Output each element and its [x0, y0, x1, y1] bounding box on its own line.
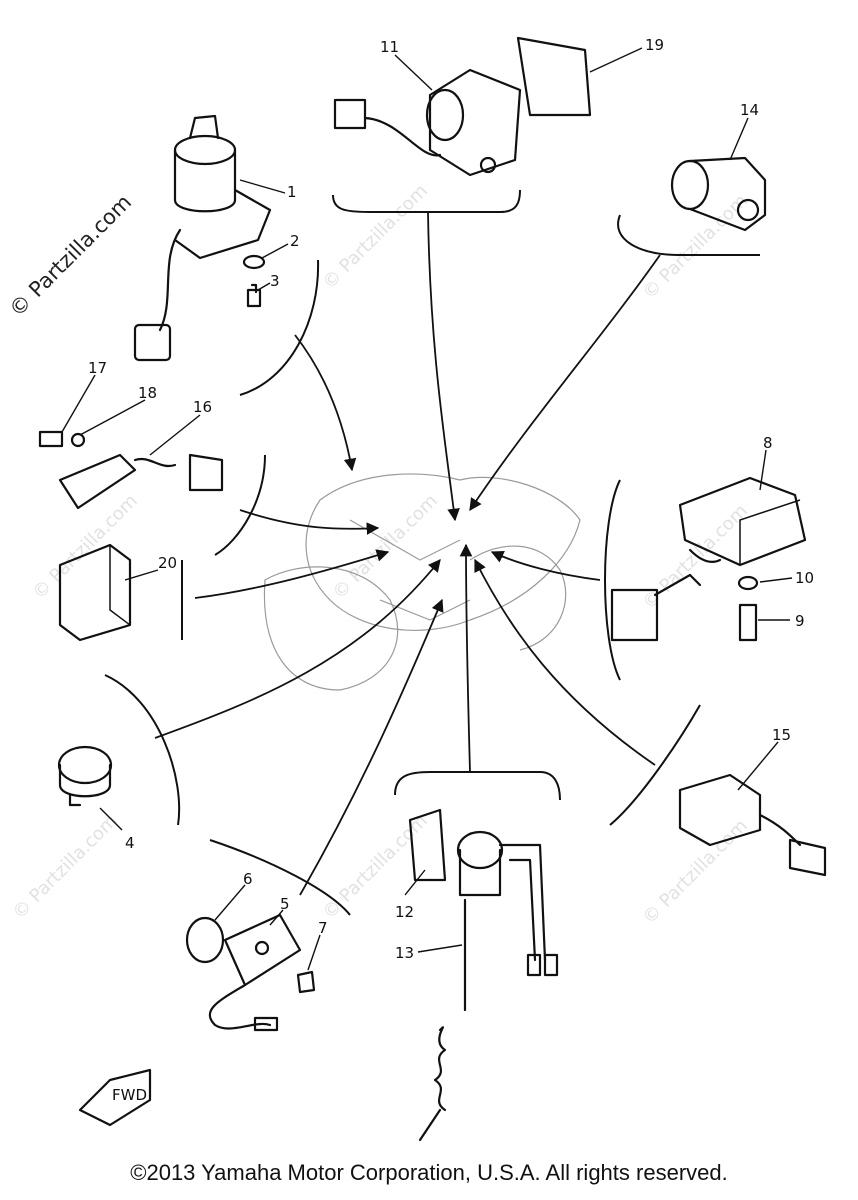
- callout-numbers: 1 2 3 4 5 6 7 8 9 10 11 12 13 14 15 16 1…: [88, 36, 814, 962]
- forward-direction-badge: FWD: [78, 1068, 152, 1127]
- brake-switch-part: [678, 773, 827, 877]
- callout-2: 2: [290, 232, 300, 250]
- callout-16: 16: [193, 398, 212, 416]
- starter-relay-part: [333, 68, 522, 177]
- label-card-part: [516, 36, 592, 117]
- connection-lines: [154, 211, 661, 896]
- group-brackets: [104, 189, 760, 916]
- callout-12: 12: [395, 903, 414, 921]
- callout-20: 20: [158, 554, 177, 572]
- watermark: © Partzilla.com: [9, 810, 122, 923]
- callout-6: 6: [243, 870, 253, 888]
- relay-box-part: [58, 543, 132, 642]
- watermark: © Partzilla.com: [329, 490, 442, 603]
- callout-9: 9: [795, 612, 805, 630]
- watermark: © Partzilla.com: [319, 180, 432, 293]
- callout-5: 5: [280, 895, 290, 913]
- main-switch-part: [133, 114, 272, 362]
- callout-19: 19: [645, 36, 664, 54]
- watermark: © Partzilla.com: [639, 815, 752, 928]
- oil-switch-part: [57, 745, 113, 807]
- callout-8: 8: [763, 434, 773, 452]
- copyright-notice: ©2013 Yamaha Motor Corporation, U.S.A. A…: [130, 1160, 728, 1185]
- neutral-switch-part: [185, 913, 316, 1032]
- rear-brake-switch-part: [408, 808, 559, 1142]
- callout-10: 10: [795, 569, 814, 587]
- side-switch-part: [38, 430, 224, 510]
- side-watermark: © Partzilla.com: [5, 190, 137, 322]
- frame-outline: [263, 473, 581, 691]
- callout-7: 7: [318, 919, 328, 937]
- watermark: © Partzilla.com: [29, 490, 142, 603]
- flasher-relay-part: [670, 156, 767, 232]
- callout-13: 13: [395, 944, 414, 962]
- leader-lines: [61, 47, 793, 971]
- fwd-label: FWD: [112, 1086, 147, 1104]
- callout-1: 1: [287, 183, 297, 201]
- screw-part: [246, 283, 262, 308]
- watermark: © Partzilla.com: [639, 500, 752, 613]
- callout-3: 3: [270, 272, 280, 290]
- callout-4: 4: [125, 834, 135, 852]
- callout-11: 11: [380, 38, 399, 56]
- callout-15: 15: [772, 726, 791, 744]
- callout-17: 17: [88, 359, 107, 377]
- washer-part: [242, 254, 266, 270]
- callout-14: 14: [740, 101, 759, 119]
- callout-18: 18: [138, 384, 157, 402]
- rectifier-regulator-part: [610, 476, 807, 642]
